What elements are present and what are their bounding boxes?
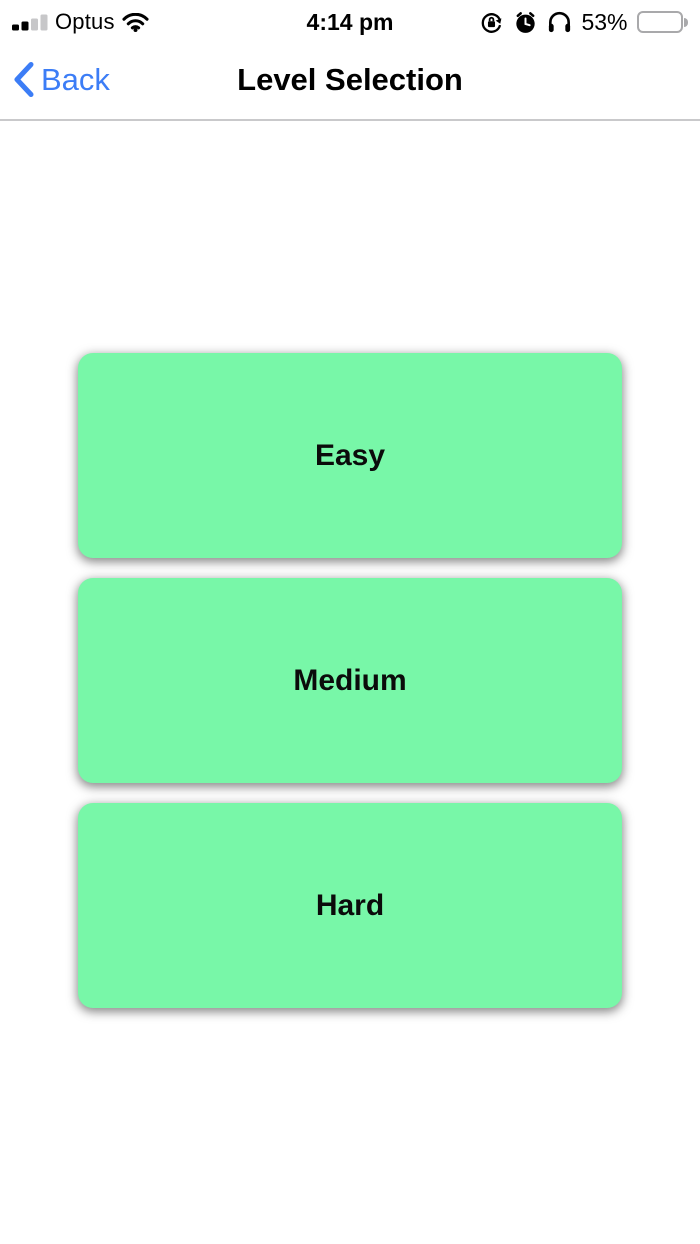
level-button-label: Medium [293, 663, 407, 697]
level-button-easy[interactable]: Easy [78, 353, 622, 558]
status-bar-right: 53% [393, 9, 688, 36]
battery-cap [684, 17, 688, 27]
back-button[interactable]: Back [12, 40, 110, 119]
back-button-label: Back [41, 61, 110, 97]
battery-percent-label: 53% [581, 8, 628, 35]
battery-icon [636, 11, 688, 33]
orientation-lock-icon [479, 10, 504, 35]
navigation-bar: Back Level Selection [0, 40, 700, 121]
headphones-icon [547, 11, 572, 33]
cellular-signal-icon [12, 14, 48, 31]
chevron-left-icon [12, 61, 35, 98]
alarm-icon [513, 10, 538, 35]
wifi-icon [122, 12, 149, 32]
level-button-label: Easy [314, 438, 386, 472]
status-bar: Optus 4:14 pm [0, 0, 700, 40]
status-bar-center: 4:14 pm [307, 9, 394, 36]
level-button-medium[interactable]: Medium [78, 578, 622, 783]
status-bar-left: Optus [12, 9, 307, 35]
level-selection-content: Easy Medium Hard [0, 121, 700, 1008]
carrier-label: Optus [55, 9, 115, 34]
level-button-label: Hard [315, 888, 385, 922]
level-button-hard[interactable]: Hard [78, 803, 622, 1008]
page-title: Level Selection [237, 61, 463, 97]
clock-label: 4:14 pm [306, 8, 394, 35]
